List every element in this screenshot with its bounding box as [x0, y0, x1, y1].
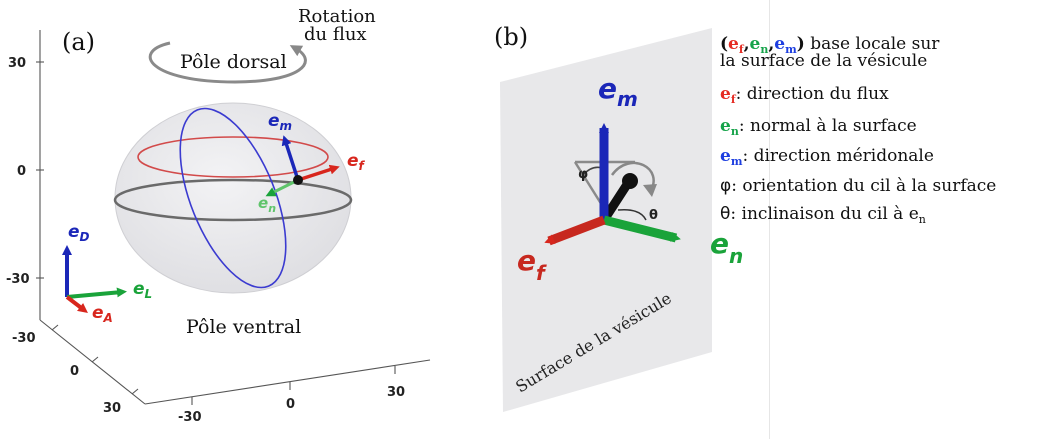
equator-ring: [113, 178, 353, 222]
legend-row-em: em: direction méridonale: [720, 146, 934, 168]
legend-comma1: ,: [743, 34, 750, 54]
label-ef-b: ef: [517, 244, 547, 285]
tick-v-30: 30: [8, 56, 26, 71]
legend-row-theta: θ: inclinaison du cil à en: [720, 204, 926, 226]
vector-en-a: [265, 178, 299, 197]
panel-a: (a) Rotation du flux 30 0 -30 -30 0: [6, 6, 431, 425]
vector-em-a: [281, 135, 300, 181]
legend-row-phi: φ: orientation du cil à la surface: [720, 176, 997, 196]
theta-arc: [617, 208, 647, 221]
vector-ef-b: [544, 215, 606, 246]
label-em-a: em: [268, 111, 292, 133]
label-en-b: en: [710, 227, 743, 268]
phi-label: φ: [578, 167, 588, 182]
vesicle-sphere: [114, 102, 352, 294]
rotation-title-line1: Rotation: [298, 6, 376, 27]
panel-b-label: (b): [494, 23, 528, 51]
vector-ef-a: [297, 164, 340, 182]
pole-ventral-label: Pôle ventral: [186, 316, 301, 338]
legend-paren-close: ): [796, 34, 805, 54]
legend-comma2: ,: [768, 34, 775, 54]
legend-basis-text: base locale sur: [804, 34, 940, 54]
legend-paren-open: (: [720, 34, 729, 54]
rotation-arrow: [148, 41, 307, 84]
tick-b-30: 30: [387, 385, 405, 400]
legend-ef: ef: [728, 34, 744, 56]
legend-row-ef: ef: direction du flux: [720, 84, 889, 106]
panel-b: (b) Surface de la vésicule φ θ em ef en: [494, 23, 743, 412]
axis-frame: [36, 30, 431, 405]
legend-row-surface: la surface de la vésicule: [720, 51, 928, 71]
rotation-title-line2: du flux: [304, 24, 367, 45]
pole-dorsal-label: Pôle dorsal: [180, 51, 287, 73]
cilium-tip: [622, 173, 638, 189]
tick-d-0: 0: [70, 364, 79, 379]
divider-line: [769, 0, 770, 439]
cilium-rotation-arrow-head: [643, 184, 657, 197]
legend-em: em: [774, 34, 797, 56]
vector-en-b: [602, 215, 681, 243]
tick-d-minus30: -30: [12, 331, 36, 346]
label-eD: eD: [68, 222, 90, 244]
legend-row-basis: (ef,en,em) base locale sur: [720, 34, 940, 56]
meridian-ring: [179, 107, 287, 289]
tick-d-30: 30: [103, 401, 121, 416]
legend-en: en: [749, 34, 769, 56]
tick-v-0: 0: [17, 164, 26, 179]
flow-ring: [137, 136, 329, 178]
theta-label: θ: [649, 208, 658, 223]
tick-b-minus30: -30: [178, 410, 202, 425]
vector-eL: [66, 287, 127, 299]
legend-row-en: en: normal à la surface: [720, 116, 917, 138]
label-ef-a: ef: [347, 151, 366, 173]
label-en-a: en: [258, 194, 276, 215]
label-eL: eL: [133, 279, 152, 301]
surface-point: [293, 175, 303, 185]
label-eA: eA: [92, 303, 113, 325]
vector-eA: [65, 295, 88, 314]
tick-v-minus30: -30: [6, 272, 30, 287]
tick-b-0: 0: [286, 397, 295, 412]
label-em-b: em: [598, 72, 638, 111]
panel-a-label: (a): [62, 28, 95, 56]
